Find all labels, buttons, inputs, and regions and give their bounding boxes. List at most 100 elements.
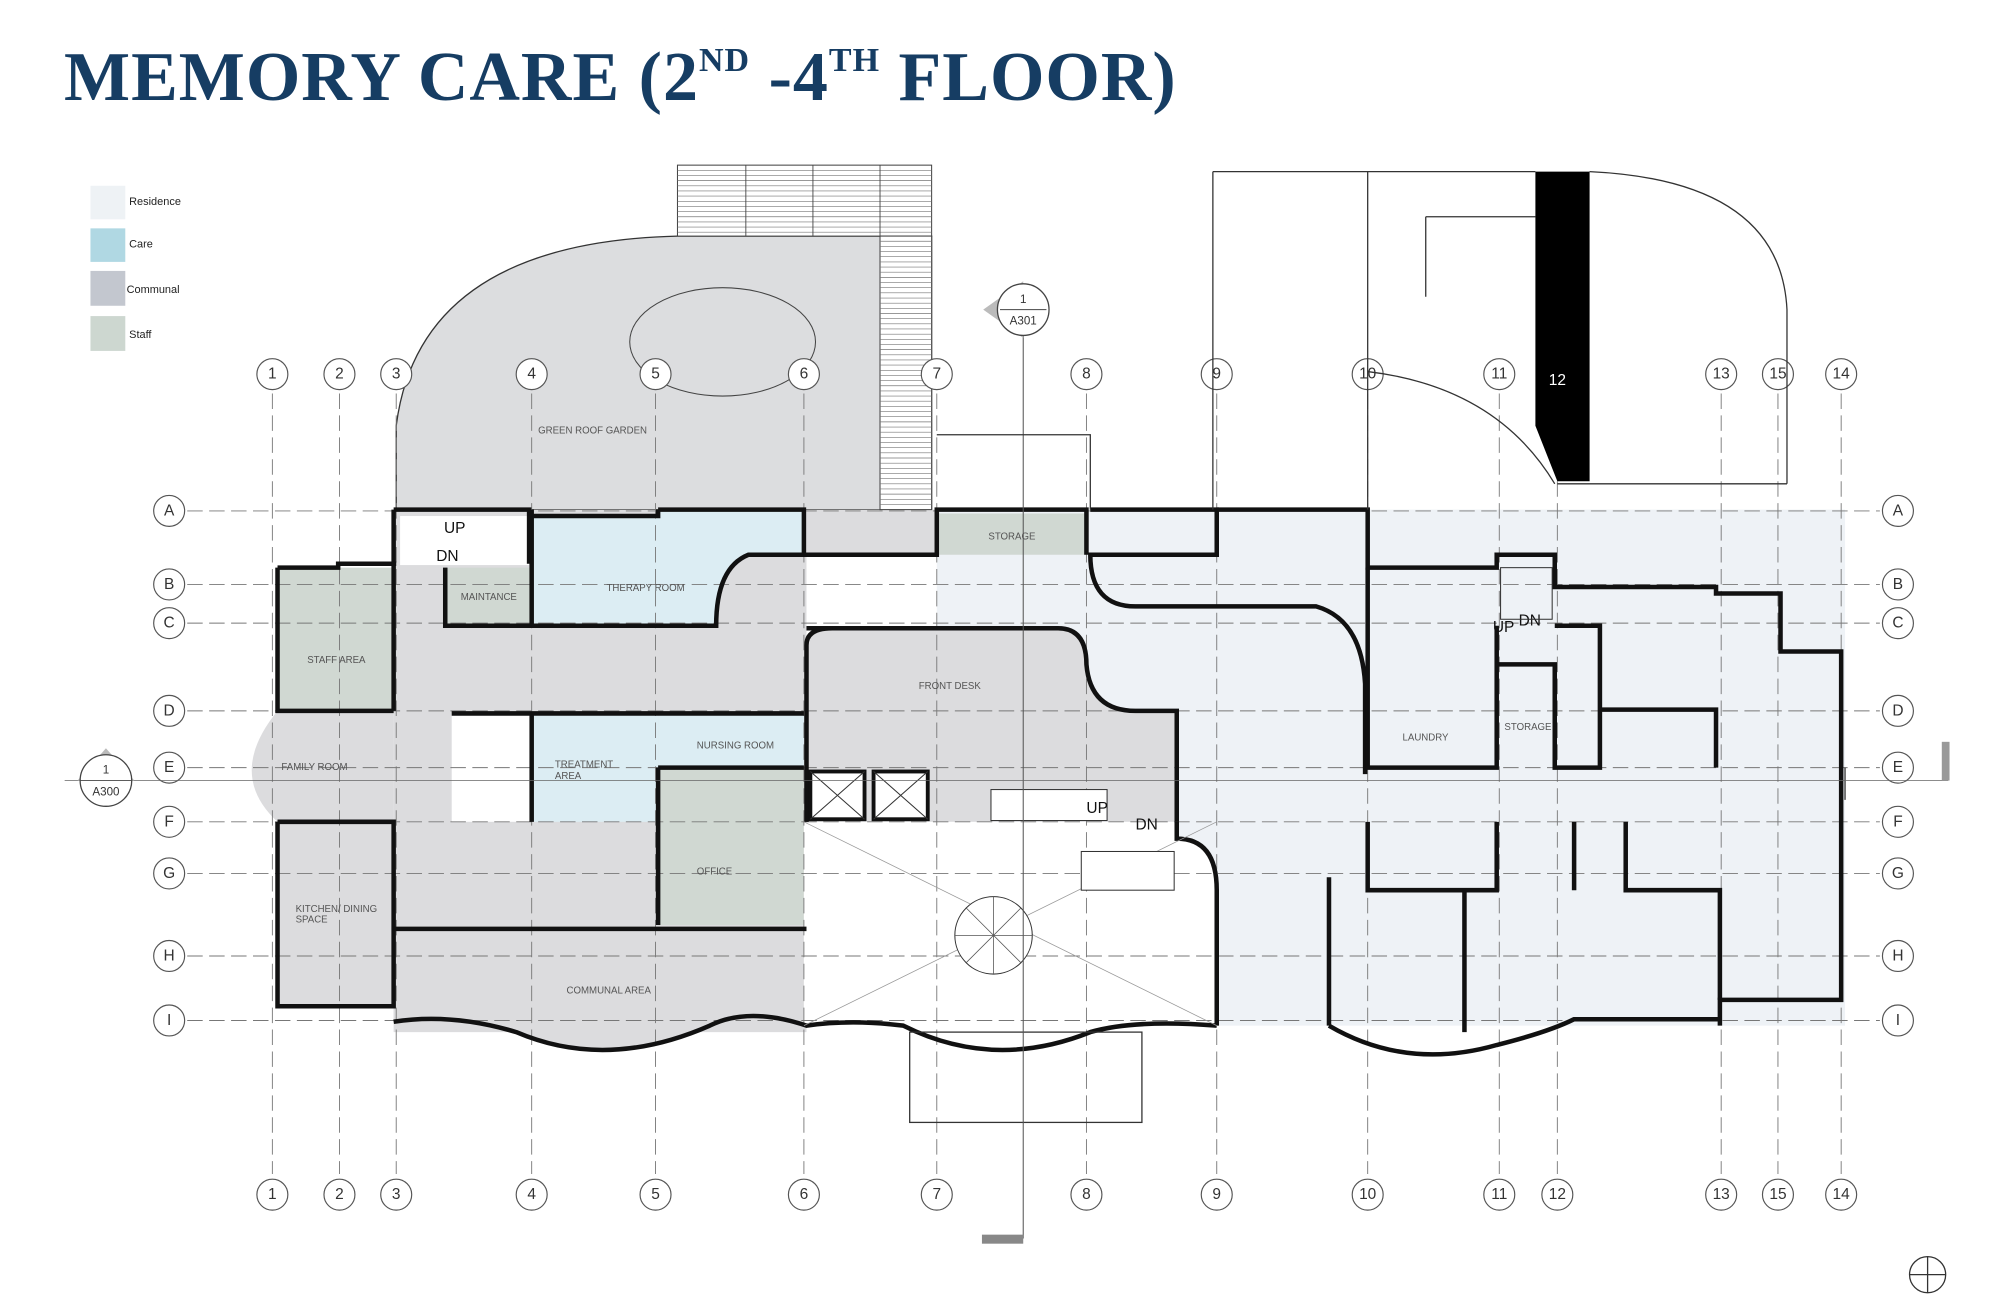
grid-bubble-col-7	[920, 1178, 953, 1211]
label-office: OFFICE	[697, 867, 733, 878]
grid-bubble-col-13	[1705, 1178, 1738, 1211]
grid-bubble-col-9	[1200, 358, 1233, 391]
grid-label-col: 12	[1549, 1186, 1566, 1203]
legend-swatch-communal	[90, 270, 126, 306]
room-labels: GREEN ROOF GARDEN STORAGE THERAPY ROOM M…	[281, 425, 1552, 996]
legend-label-communal: Communal	[127, 284, 180, 296]
label-laundry: LAUNDRY	[1403, 733, 1450, 744]
legend-label-residence: Residence	[129, 196, 181, 208]
grid-bubble-col-15	[1761, 358, 1795, 391]
north-arrow-icon	[1908, 1255, 1947, 1294]
grid-label-row: B	[164, 576, 174, 593]
grid-label-col: 14	[1833, 1186, 1851, 1203]
grid-bubble-row-F	[1881, 805, 1914, 838]
grid-bubble-row-E	[1881, 751, 1914, 784]
grid-bubble-col-15	[1761, 1178, 1795, 1211]
grid-label-row: F	[164, 813, 173, 830]
grid-bubble-row-E	[153, 751, 186, 784]
dn-label: DN	[1135, 817, 1157, 834]
label-therapy-room: THERAPY ROOM	[607, 583, 685, 594]
grid-label-col: 13	[1713, 1186, 1730, 1203]
grid-label-col: 4	[527, 366, 536, 383]
grid-label-col: 4	[527, 1186, 536, 1203]
black-band	[1535, 171, 1590, 482]
grid-bubble-col-7	[920, 358, 953, 391]
stair-up	[990, 789, 1108, 822]
grid-label-col: 3	[392, 366, 401, 383]
section-number: 1	[1020, 293, 1026, 306]
atrium-features	[803, 322, 1217, 1244]
section-number: 1	[103, 764, 109, 777]
grid-label-row: D	[1892, 702, 1903, 719]
grid-bubble-col-1	[256, 358, 289, 391]
maintenance-room	[445, 567, 532, 626]
grid-label-col: 5	[651, 366, 660, 383]
storage-room	[936, 513, 1087, 555]
label-green-roof-garden: GREEN ROOF GARDEN	[538, 425, 647, 436]
therapy-room	[531, 509, 804, 626]
legend-label-care: Care	[129, 239, 153, 251]
grid-bubble-col-14	[1825, 358, 1858, 391]
grid-bubble-col-4	[515, 358, 548, 391]
grid-bubble-row-D	[1881, 694, 1914, 727]
grid-label-row: B	[1893, 576, 1903, 593]
communal-area	[393, 928, 807, 1050]
grid-bubble-col-6	[787, 358, 820, 391]
up-label: UP	[1086, 800, 1108, 817]
roof-deck-hatch	[676, 164, 933, 511]
grid-bubble-col-11	[1483, 358, 1516, 391]
grid-label-row: A	[164, 502, 175, 519]
grid-label-col: 5	[651, 1186, 660, 1203]
legend-swatch-staff	[90, 316, 126, 351]
band-grid-label: 12	[1549, 372, 1566, 389]
grid-bubble-row-H	[1881, 939, 1914, 973]
grid-bubble-col-8	[1070, 358, 1103, 391]
office	[658, 767, 804, 926]
nursing-room	[658, 713, 804, 768]
grid-label-row: I	[1896, 1012, 1900, 1029]
dn-label: DN	[1519, 613, 1541, 630]
grid-bubble-col-13	[1705, 358, 1738, 391]
family-room	[251, 710, 394, 822]
legend: Residence Care Communal Staff	[90, 185, 181, 351]
label-nursing-room: NURSING ROOM	[697, 740, 774, 751]
grid-bubble-row-I	[1881, 1004, 1914, 1037]
label-staff-area: STAFF AREA	[307, 655, 366, 666]
grid-label-row: H	[164, 947, 175, 964]
legend-swatch-residence	[90, 185, 126, 220]
grid-label-col: 9	[1212, 1186, 1221, 1203]
grid-label-col: 2	[335, 366, 344, 383]
label-storage: STORAGE	[988, 531, 1036, 542]
legend-label-staff: Staff	[129, 329, 152, 341]
label-treatment-area: AREA	[555, 771, 582, 782]
grid-bubble-col-14	[1825, 1178, 1858, 1211]
grid-label-row: I	[167, 1012, 171, 1029]
page-title: MEMORY CARE (2ND -4TH FLOOR)	[64, 39, 1177, 116]
grid-label-row: E	[1893, 759, 1903, 776]
grid-bubble-col-10	[1351, 1178, 1384, 1211]
garden-planter	[629, 287, 817, 397]
grid-label-row: H	[1892, 947, 1903, 964]
staff-area	[277, 567, 397, 711]
stair-down	[1080, 850, 1175, 891]
grid-bubble-row-D	[153, 694, 186, 727]
grid-label-col: 1	[268, 366, 277, 383]
dn-label: DN	[436, 548, 458, 565]
grid-label-row: C	[1892, 615, 1903, 632]
label-kitchen-dining: KITCHEN/ DINING	[296, 904, 378, 915]
section-marker-a300: 1 A300	[64, 741, 1950, 807]
elevators	[808, 769, 930, 822]
grid-bubble-col-5	[639, 1178, 672, 1211]
grid-bubble-col-6	[787, 1178, 820, 1211]
grid-bubble-row-F	[153, 805, 186, 838]
grid-label-col: 15	[1769, 366, 1786, 383]
grid-label-row: C	[164, 615, 175, 632]
grid-bubble-col-5	[639, 358, 672, 391]
label-storage-right: STORAGE	[1504, 722, 1552, 733]
label-treatment: TREATMENT	[555, 760, 613, 771]
grid-label-col: 8	[1082, 1186, 1091, 1203]
grid-bubble-row-H	[153, 939, 186, 973]
grid-label-col: 6	[800, 366, 809, 383]
grid-label-col: 15	[1769, 1186, 1786, 1203]
